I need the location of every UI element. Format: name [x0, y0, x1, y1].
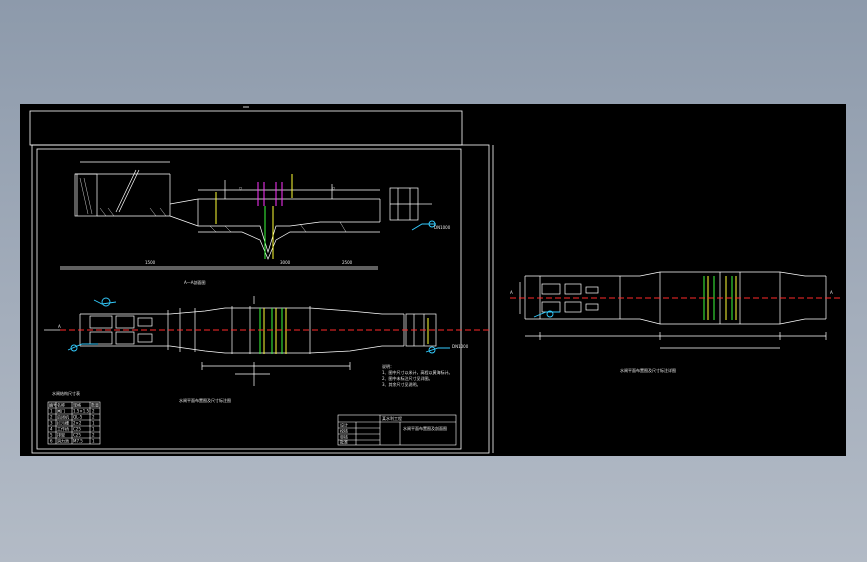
svg-text:工作桥: 工作桥 [57, 426, 69, 432]
section-a-a-drawing [60, 161, 432, 270]
svg-text:消力池: 消力池 [57, 438, 69, 444]
title-block-text: 某水利工程 水闸平面布置图及剖面图 设计 校核 审核 批准 [340, 415, 447, 445]
svg-text:4: 4 [50, 427, 53, 432]
pipe-label: DN1000 [452, 344, 469, 349]
title-block [337, 414, 457, 446]
svg-text:拦污栅: 拦污栅 [57, 420, 69, 426]
section-marker: A [58, 324, 61, 329]
pipe-label: DN1000 [434, 225, 451, 230]
svg-text:1.5×1.5: 1.5×1.5 [73, 409, 90, 414]
spec-table [47, 401, 101, 445]
plan-gates [259, 308, 429, 354]
table-title: 水闸结构尺寸表 [52, 390, 80, 396]
section-piers [215, 174, 293, 259]
svg-text:M7.5: M7.5 [73, 439, 83, 444]
svg-text:数量: 数量 [91, 402, 99, 408]
svg-text:某水利工程: 某水利工程 [382, 415, 402, 421]
svg-text:校核: 校核 [340, 428, 348, 434]
right-plan-drawing [519, 271, 827, 349]
svg-text:3: 3 [50, 421, 53, 426]
spec-table-text: 编号 名称 规格 数量 1 闸门 1.5×1.5 2 2 启闭机 QL-5 2 … [49, 402, 99, 444]
svg-text:1: 1 [92, 421, 95, 426]
svg-text:2: 2 [92, 433, 95, 438]
svg-text:2: 2 [92, 415, 95, 420]
elevation-mark: ▽ [332, 186, 336, 191]
section-title: A—A剖面图 [184, 279, 205, 285]
sheet-frame [29, 106, 494, 454]
svg-text:QL-5: QL-5 [73, 415, 83, 420]
svg-text:5: 5 [50, 433, 53, 438]
right-plan-pipes [533, 310, 560, 318]
dimension-label: 3000 [280, 260, 291, 265]
note-1: 1、图中尺寸以米计，高程以黄海标计。 [382, 369, 453, 375]
section-pipe [411, 220, 436, 231]
svg-text:水闸平面布置图及剖面图: 水闸平面布置图及剖面图 [403, 425, 447, 431]
svg-text:启闭机: 启闭机 [57, 414, 69, 420]
svg-text:名称: 名称 [57, 402, 65, 408]
dimension-label: 2500 [342, 260, 353, 265]
cad-drawing-canvas[interactable]: DN1000 A—A剖面图 1500 3000 2500 ▽ ▽ [20, 104, 846, 456]
note-2: 2、图中未标注尺寸见详图。 [382, 375, 433, 381]
svg-text:闸门: 闸门 [57, 408, 65, 414]
svg-text:审核: 审核 [340, 434, 348, 440]
plan-view-drawing [44, 296, 437, 386]
dimension-label: 1500 [145, 260, 156, 265]
cad-drawing-svg: DN1000 A—A剖面图 1500 3000 2500 ▽ ▽ [29, 106, 840, 454]
svg-text:2×2: 2×2 [73, 421, 82, 426]
plan-pipes [67, 297, 450, 354]
plan-title: 水闸平面布置图及尺寸标注图 [179, 397, 231, 403]
svg-text:C25: C25 [73, 427, 81, 432]
svg-text:规格: 规格 [73, 402, 81, 408]
notes-title: 说明： [382, 363, 394, 369]
svg-text:批准: 批准 [340, 439, 348, 445]
right-section-marker: A [830, 290, 833, 295]
right-section-marker: A [510, 290, 513, 295]
svg-text:1: 1 [50, 409, 53, 414]
svg-text:C25: C25 [73, 433, 81, 438]
right-view-title: 水闸平面布置图及尺寸标注详图 [620, 367, 676, 373]
svg-text:2: 2 [92, 409, 95, 414]
svg-text:6: 6 [50, 439, 53, 444]
svg-text:排架: 排架 [57, 432, 65, 438]
svg-text:1: 1 [92, 427, 95, 432]
section-hatch [79, 177, 347, 233]
svg-text:1: 1 [92, 439, 95, 444]
svg-text:2: 2 [50, 415, 53, 420]
svg-text:设计: 设计 [340, 422, 348, 428]
svg-text:编号: 编号 [49, 402, 57, 408]
note-3: 3、其余尺寸见说明。 [382, 381, 421, 387]
elevation-mark: ▽ [239, 186, 243, 191]
